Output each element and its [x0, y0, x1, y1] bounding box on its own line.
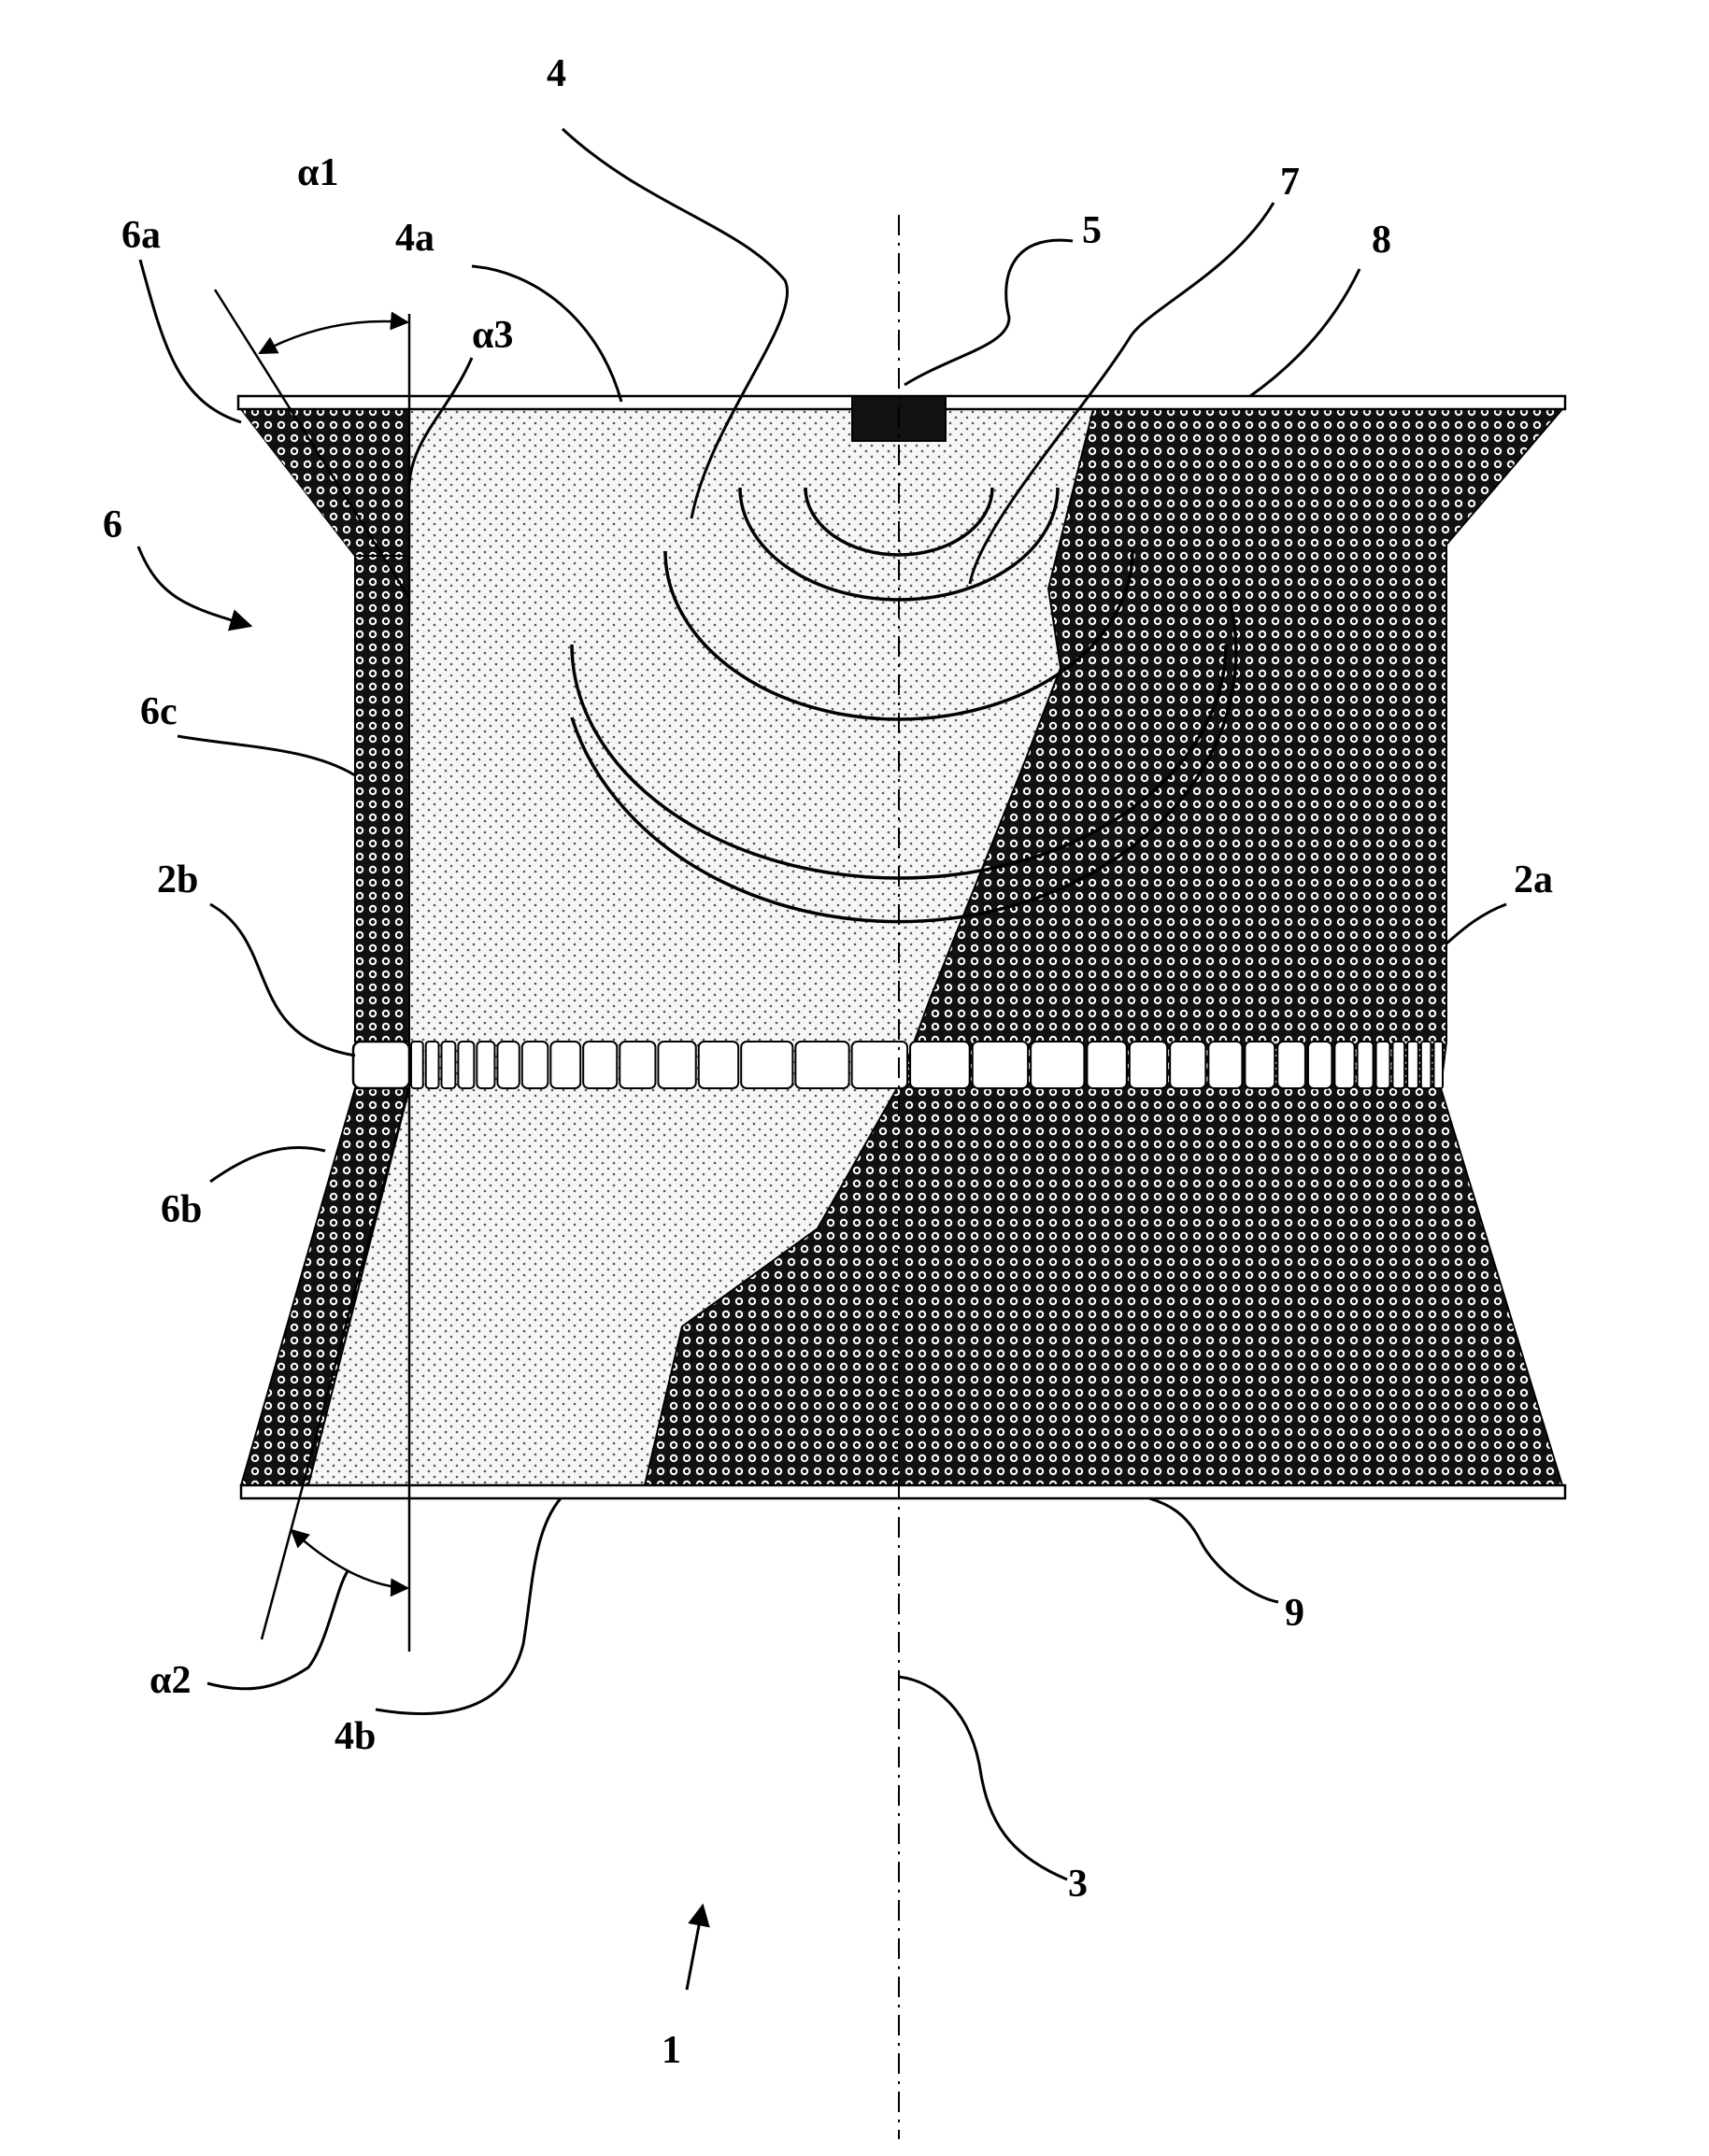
label-6a: 6a	[121, 214, 161, 257]
ring-segment	[1421, 1042, 1431, 1088]
ring-segment	[910, 1042, 970, 1088]
bottom-plate-9	[241, 1485, 1565, 1498]
label-3: 3	[1068, 1863, 1088, 1906]
leader-3	[899, 1677, 1067, 1879]
ring-segment	[1334, 1042, 1354, 1088]
ring-segment	[477, 1042, 494, 1088]
label-2a: 2a	[1514, 858, 1553, 901]
ring-segment	[1208, 1042, 1242, 1088]
ring-segment	[442, 1042, 456, 1088]
ring-segment	[497, 1042, 519, 1088]
ring-segment	[699, 1042, 738, 1088]
label-9: 9	[1285, 1592, 1304, 1635]
leader-2b	[210, 904, 355, 1056]
angle-arc-a2	[292, 1530, 407, 1588]
label-4: 4	[547, 52, 566, 95]
label-alpha2: α2	[150, 1659, 191, 1702]
ring-segment	[973, 1042, 1028, 1088]
ring-segment	[1392, 1042, 1404, 1088]
leader-9	[1149, 1498, 1278, 1602]
ring-segment	[426, 1042, 439, 1088]
leader-6	[138, 546, 250, 626]
ring-segment	[458, 1042, 474, 1088]
leader-4b	[376, 1498, 561, 1714]
label-4a: 4a	[395, 217, 434, 260]
ring-segment	[411, 1042, 423, 1088]
leader-alpha2	[207, 1571, 348, 1689]
ring-segment	[1358, 1042, 1374, 1088]
column-6c	[355, 556, 409, 1042]
ring-segment	[1031, 1042, 1084, 1088]
ring-segment	[1245, 1042, 1275, 1088]
label-1: 1	[662, 2029, 681, 2072]
label-7: 7	[1280, 161, 1300, 204]
ring-segment	[1130, 1042, 1167, 1088]
ring-segment	[1308, 1042, 1332, 1088]
label-5: 5	[1082, 209, 1102, 252]
label-8: 8	[1372, 219, 1391, 262]
label-6b: 6b	[161, 1188, 202, 1231]
label-6: 6	[103, 504, 122, 546]
angle-arc-a1	[260, 321, 407, 353]
ring-segment	[620, 1042, 655, 1088]
ring-segment	[353, 1042, 409, 1088]
ring-segment	[522, 1042, 548, 1088]
label-4b: 4b	[335, 1715, 376, 1758]
ring-segment	[741, 1042, 792, 1088]
leader-5	[904, 240, 1073, 385]
leader-6b	[210, 1147, 325, 1182]
ring-segment	[1433, 1042, 1443, 1088]
label-2b: 2b	[157, 858, 198, 901]
ring-segment	[658, 1042, 695, 1088]
leader-6a	[140, 260, 241, 422]
ring-segment	[1407, 1042, 1418, 1088]
ring-segment	[1376, 1042, 1390, 1088]
label-6c: 6c	[140, 690, 178, 733]
arrow-1	[687, 1906, 703, 1990]
ring-segment	[1087, 1042, 1126, 1088]
label-alpha3: α3	[472, 314, 513, 357]
ring-segment	[1170, 1042, 1205, 1088]
ring-segment	[550, 1042, 580, 1088]
leader-2a	[1446, 904, 1506, 943]
leader-6c	[178, 736, 355, 775]
label-alpha1: α1	[297, 151, 338, 194]
ring-segment	[795, 1042, 848, 1088]
leader-8	[1250, 269, 1360, 396]
ring-segment	[1277, 1042, 1305, 1088]
ring-segment	[583, 1042, 617, 1088]
